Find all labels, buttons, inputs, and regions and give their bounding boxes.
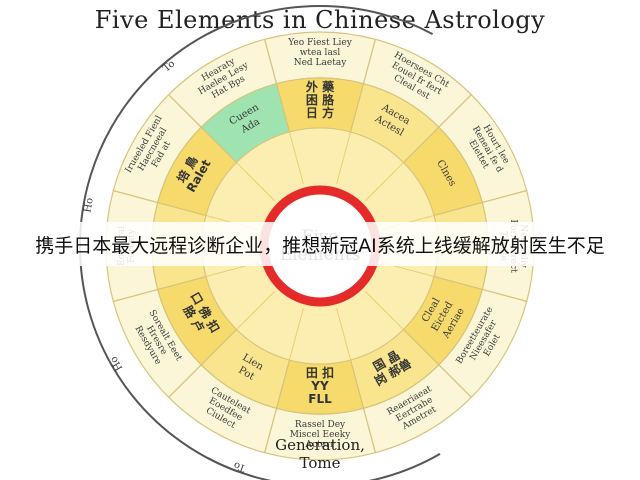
disk-divider [288, 307, 304, 361]
outer-arc-bottom [206, 452, 441, 480]
overlay-banner: 携手日本最大远程诊断企业，推想新冠AI系统上线缓解放射医生不足 [0, 222, 640, 266]
disk-divider [236, 162, 276, 202]
diagram-title: Five Elements in Chinese Astrology [94, 6, 546, 34]
inner-segment-label: 外 藥困 胳日 方 [306, 79, 335, 120]
disk-divider [364, 162, 404, 202]
outer-arc-label: To [161, 58, 177, 74]
disk-divider [236, 290, 276, 330]
disk-divider [336, 307, 352, 361]
caption-line-2: Tome [299, 454, 341, 472]
outer-arc-label: To [232, 459, 247, 473]
outer-arc-label: Ho [108, 354, 125, 372]
disk-divider [288, 131, 304, 185]
caption-line-1: Generation, [275, 436, 365, 454]
outer-arc-label: Ho [82, 197, 95, 213]
disk-divider [364, 290, 404, 330]
outer-arc-top [206, 5, 434, 35]
disk-divider [336, 131, 352, 185]
bottom-caption: Generation, Tome [220, 436, 420, 472]
